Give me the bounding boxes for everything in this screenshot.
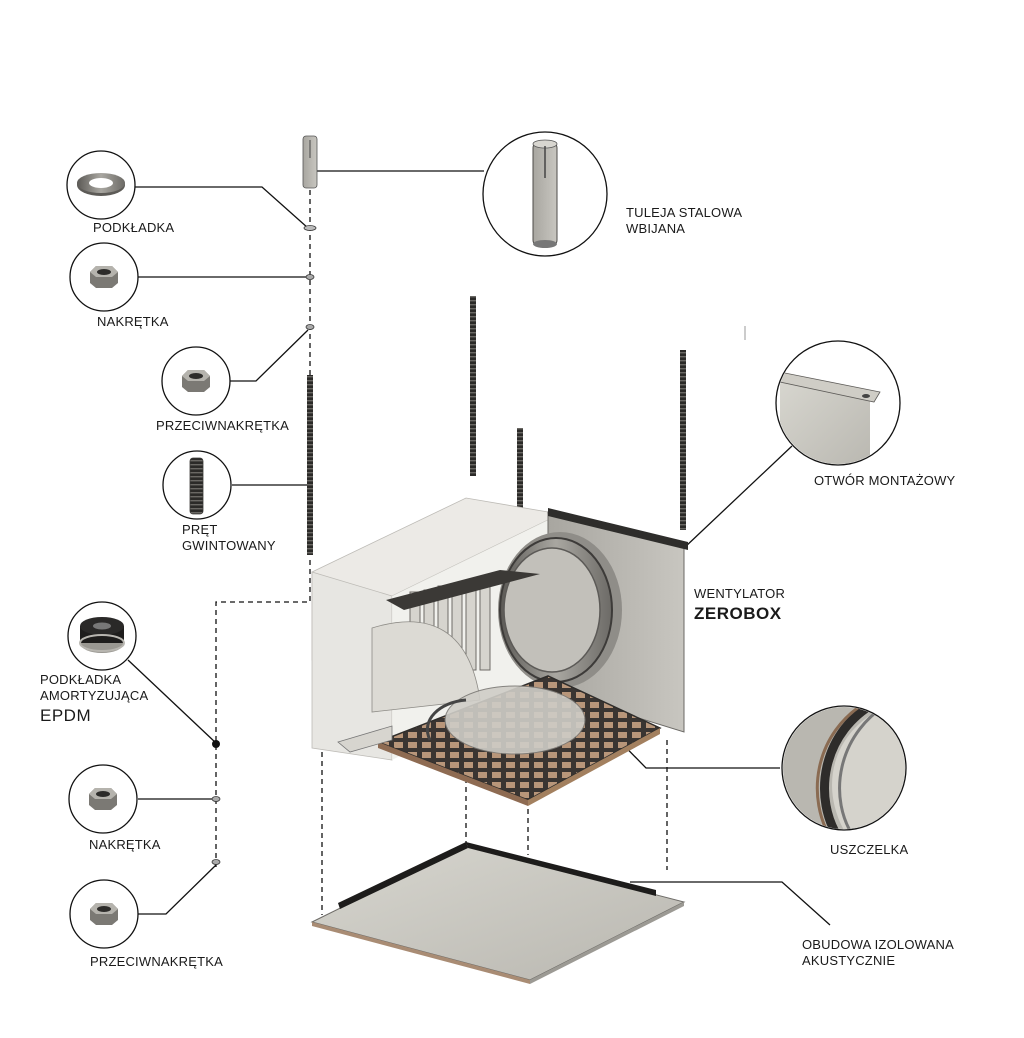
damper-small: [212, 740, 220, 748]
label-przeciwnakretka-top: PRZECIWNAKRĘTKA: [156, 418, 290, 433]
threaded-rod-back: [470, 296, 476, 476]
leader-podkladka: [135, 186, 309, 229]
acoustic-panel: [310, 842, 686, 984]
label-pret-line2: GWINTOWANY: [182, 538, 276, 553]
label-podkladka: PODKŁADKA: [93, 220, 175, 235]
fan-housing: [311, 497, 688, 806]
label-amort-line1: PODKŁADKA: [40, 672, 122, 687]
label-tuleja-line2: WBIJANA: [626, 221, 686, 236]
leader-obudowa: [630, 881, 831, 926]
steel-sleeve-icon: [532, 139, 558, 248]
label-nakretka-top: NAKRĘTKA: [97, 314, 169, 329]
threaded-rod-left: [307, 375, 313, 555]
nut-icon-bottom: [89, 788, 117, 810]
tuleja-small: [302, 135, 318, 189]
label-wentylator-line2: ZEROBOX: [694, 604, 782, 623]
nut-small-bottom: [211, 796, 221, 802]
label-przeciwnakretka-bottom: PRZECIWNAKRĘTKA: [90, 954, 224, 969]
damper-washer-icon: [79, 617, 125, 653]
threaded-rod-right: [680, 350, 686, 530]
label-tuleja-line1: TULEJA STALOWA: [626, 205, 743, 220]
gasket-icon: [783, 707, 905, 829]
axis-bottom: [215, 560, 311, 870]
label-wentylator-line1: WENTYLATOR: [694, 586, 786, 601]
locknut-icon-top: [182, 370, 210, 392]
washer-icon: [77, 173, 125, 196]
locknut-icon-bottom: [90, 903, 118, 925]
label-obudowa-line1: OBUDOWA IZOLOWANA: [802, 937, 954, 952]
locknut-small-top: [305, 324, 315, 330]
washer-small: [303, 225, 317, 231]
nut-icon-top: [90, 266, 118, 288]
leader-otwor: [683, 445, 793, 549]
label-amort-line2: AMORTYZUJĄCA: [40, 688, 149, 703]
label-otwor: OTWÓR MONTAŻOWY: [814, 473, 956, 488]
locknut-small-bottom: [211, 859, 221, 865]
leader-przeciwnakretka-top: [230, 329, 309, 382]
label-nakretka-bottom: NAKRĘTKA: [89, 837, 161, 852]
leader-przeciwnakretka-bottom: [138, 864, 217, 915]
nut-small-top: [305, 274, 315, 280]
label-uszczelka: USZCZELKA: [830, 842, 909, 857]
label-pret-line1: PRĘT: [182, 522, 218, 537]
label-amort-line3: EPDM: [40, 706, 92, 725]
mounting-hole-icon: [777, 342, 899, 464]
label-obudowa-line2: AKUSTYCZNIE: [802, 953, 896, 968]
threaded-rod-icon: [189, 457, 204, 515]
threaded-rod-middle: [517, 428, 523, 528]
leader-amort: [127, 659, 217, 744]
